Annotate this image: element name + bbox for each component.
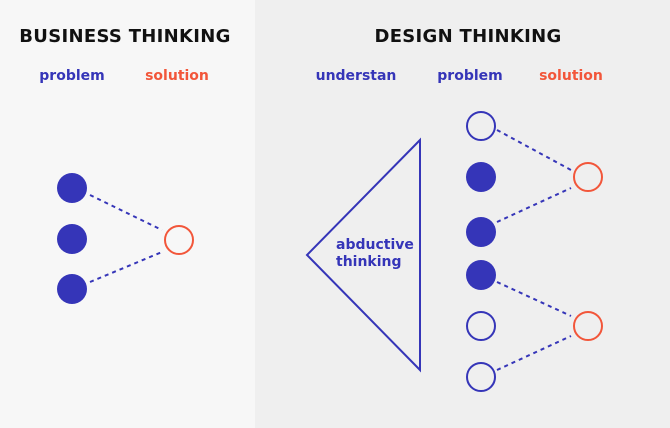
business-thinking-title: BUSINESS THINKING bbox=[19, 26, 231, 47]
design-solution-node-2 bbox=[573, 311, 603, 341]
design-connector-1 bbox=[496, 129, 572, 171]
business-connector-1 bbox=[89, 194, 163, 231]
design-problem-node-2 bbox=[466, 162, 496, 192]
abductive-thinking-label: abductive thinking bbox=[336, 237, 414, 271]
design-understand-label: understan bbox=[315, 68, 397, 84]
design-problem-node-3 bbox=[466, 217, 496, 247]
design-connector-2 bbox=[496, 187, 572, 223]
business-solution-label: solution bbox=[145, 68, 209, 84]
business-connector-2 bbox=[89, 251, 163, 283]
design-problem-node-4 bbox=[466, 260, 496, 290]
design-connector-3 bbox=[496, 281, 572, 317]
design-problem-node-5 bbox=[466, 311, 496, 341]
design-connector-4 bbox=[496, 335, 572, 371]
design-thinking-panel bbox=[255, 0, 670, 428]
design-problem-node-1 bbox=[466, 111, 496, 141]
design-problem-label: problem bbox=[437, 68, 503, 84]
business-problem-node-3 bbox=[57, 274, 87, 304]
abductive-label-line1: abductive bbox=[336, 237, 414, 253]
abductive-thinking-triangle bbox=[305, 137, 421, 373]
business-problem-node-1 bbox=[57, 173, 87, 203]
abductive-label-line2: thinking bbox=[336, 254, 402, 270]
business-problem-node-2 bbox=[57, 224, 87, 254]
business-solution-node bbox=[164, 225, 194, 255]
business-problem-label: problem bbox=[39, 68, 105, 84]
design-thinking-title: DESIGN THINKING bbox=[374, 26, 562, 47]
design-solution-node-1 bbox=[573, 162, 603, 192]
design-solution-label: solution bbox=[539, 68, 603, 84]
design-problem-node-6 bbox=[466, 362, 496, 392]
